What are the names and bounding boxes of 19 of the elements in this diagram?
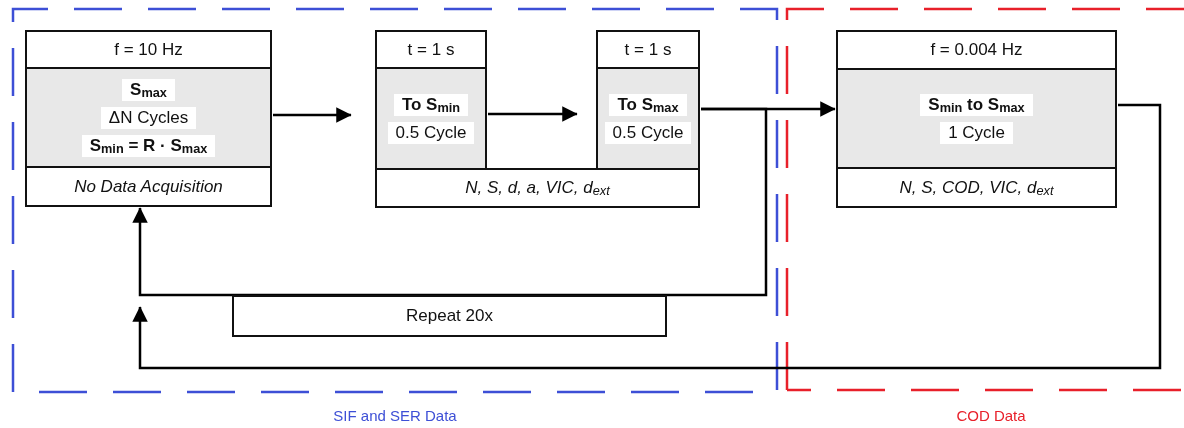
step-text: ΔN Cycles bbox=[100, 106, 197, 129]
step-text: 1 Cycle bbox=[940, 121, 1013, 144]
block-footer: N, S, COD, VIC, d$_{ext}$ bbox=[838, 167, 1115, 206]
process-block bbox=[836, 30, 1117, 208]
region-label: SIF and SER Data bbox=[332, 407, 458, 424]
process-block bbox=[375, 30, 487, 170]
step-text: S$_{min}$ = R · S$_{max}$ bbox=[81, 134, 216, 157]
region-label: COD Data bbox=[955, 407, 1027, 424]
block-footer: No Data Acquisition bbox=[27, 166, 270, 205]
step-text: S$_{max}$ bbox=[122, 78, 175, 101]
process-block bbox=[596, 30, 700, 170]
step-text: 0.5 Cycle bbox=[387, 121, 475, 144]
step-text: 0.5 Cycle bbox=[604, 121, 692, 144]
process-block bbox=[25, 30, 272, 207]
step-text: S$_{min}$ to S$_{max}$ bbox=[920, 93, 1033, 116]
step-text: To S$_{max}$ bbox=[609, 93, 687, 116]
step-text: To S$_{min}$ bbox=[393, 93, 469, 116]
measurement-box: N, S, d, a, VIC, d$_{ext}$ bbox=[375, 168, 700, 208]
repeat-box: Repeat 20x bbox=[232, 295, 667, 337]
